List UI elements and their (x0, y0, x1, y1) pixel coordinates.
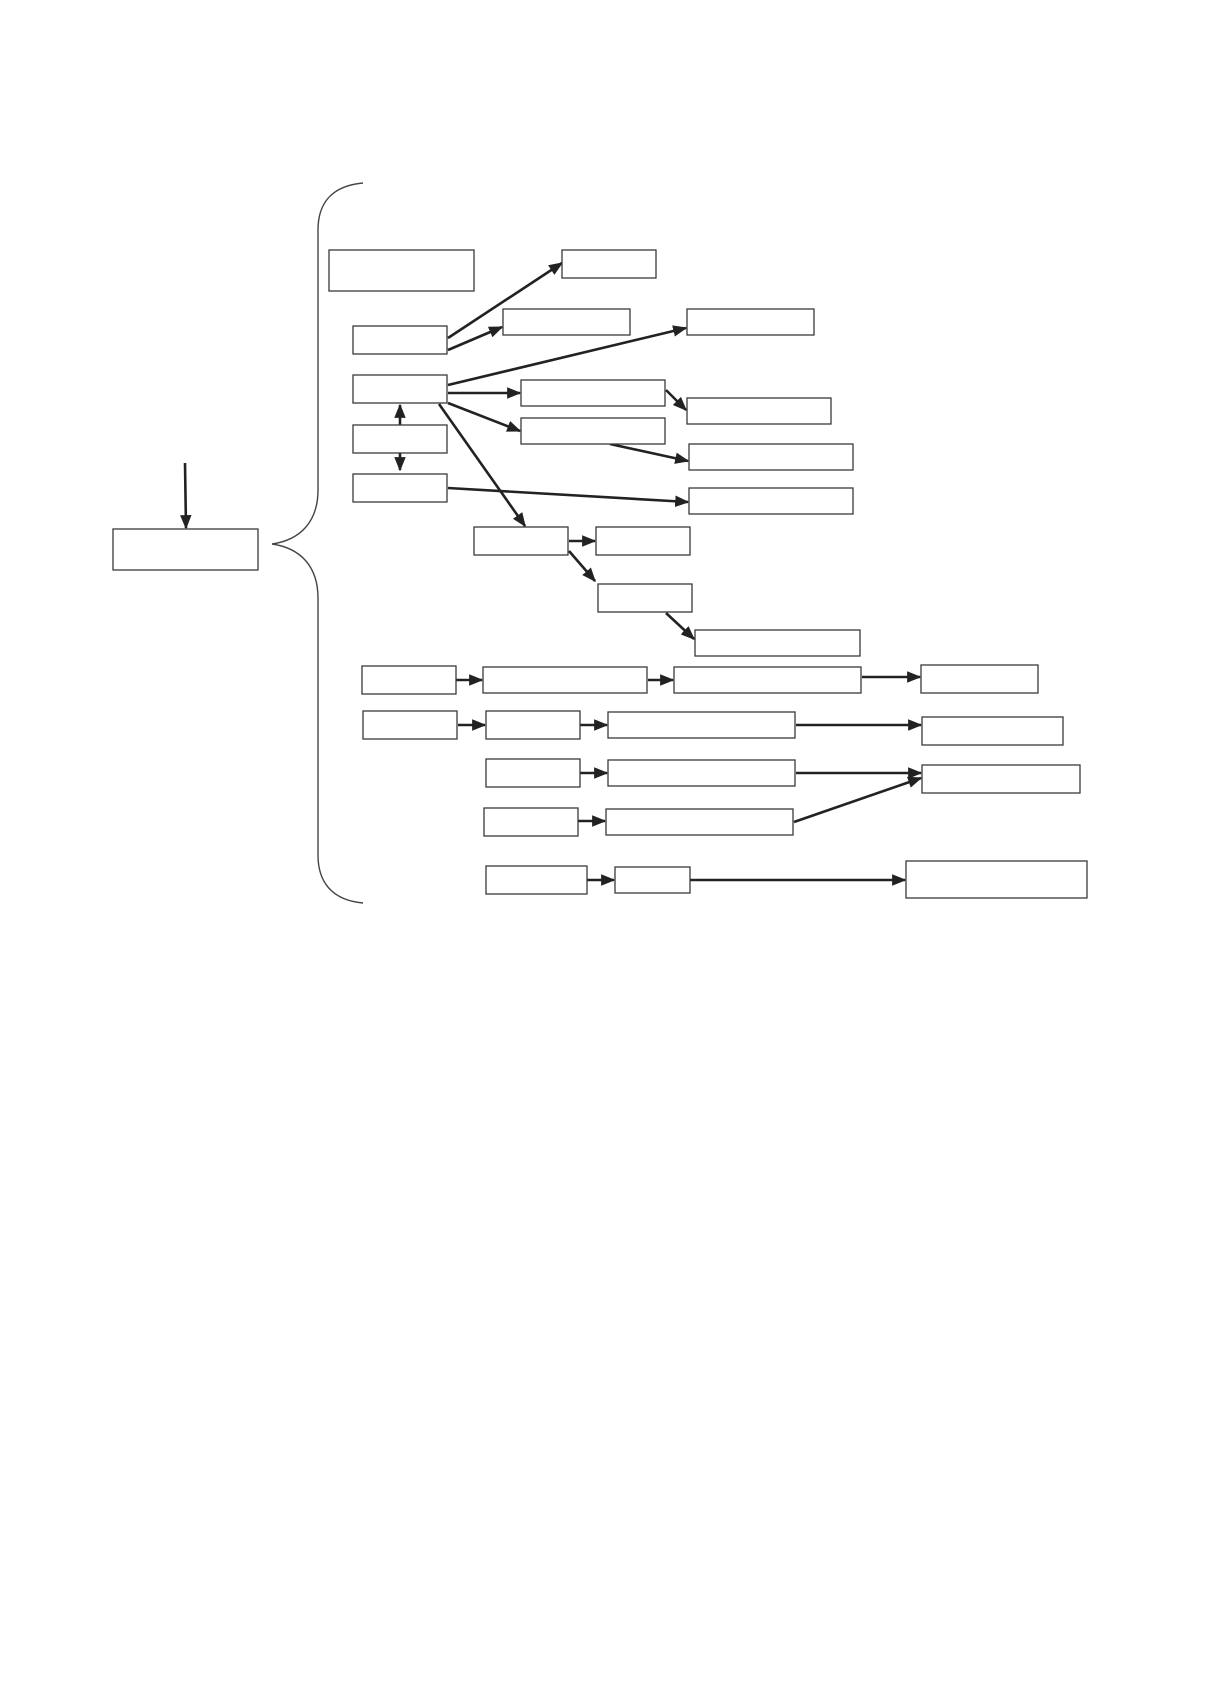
node-n12 (473, 526, 569, 556)
edge-n3-n6 (447, 325, 688, 387)
node-n32 (614, 866, 691, 894)
node-n29 (485, 865, 588, 895)
node-n20 (362, 710, 458, 740)
node-n13 (595, 526, 691, 556)
node-n14 (597, 583, 693, 613)
edge-n7-n8 (665, 389, 688, 412)
node-n5 (502, 308, 631, 336)
node-n30 (561, 249, 657, 279)
node-n23 (921, 716, 1064, 746)
node-n10 (688, 443, 854, 471)
node-n15 (694, 629, 861, 657)
node-n9 (520, 417, 666, 445)
node-n18 (673, 666, 862, 694)
node-n3 (352, 374, 448, 404)
node-n19 (920, 664, 1039, 694)
input-arrow (180, 462, 192, 530)
node-n24 (485, 758, 581, 788)
edge-n2-n5 (447, 325, 504, 352)
node-n2 (352, 325, 448, 355)
node-n16 (361, 665, 457, 695)
node-n6 (686, 308, 815, 336)
edge-n3-n12 (437, 403, 527, 528)
node-n25 (607, 759, 796, 787)
edge-n28-n26 (793, 776, 923, 824)
node-n28 (605, 808, 794, 836)
node-n33 (905, 860, 1088, 899)
node-n27 (483, 807, 579, 837)
node-root (112, 528, 259, 571)
node-n11 (688, 487, 854, 515)
node-n26 (921, 764, 1081, 794)
edge-n3-n9 (447, 401, 522, 433)
edge-n12-n14 (568, 550, 596, 583)
node-n7 (520, 379, 666, 407)
curly-brace (271, 182, 364, 904)
node-n21 (485, 710, 581, 740)
node-n17 (482, 666, 648, 694)
node-n4 (352, 473, 448, 503)
node-n1 (328, 249, 475, 292)
node-n31 (352, 424, 448, 454)
connectors (394, 261, 923, 886)
node-n8 (686, 397, 832, 425)
node-n22 (607, 711, 796, 739)
boxes (112, 249, 1088, 899)
edge-n2-n30 (447, 261, 564, 340)
edge-n4-n11 (447, 486, 690, 507)
edge-n9-n10 (609, 442, 690, 464)
edge-n14-n15 (665, 612, 696, 640)
